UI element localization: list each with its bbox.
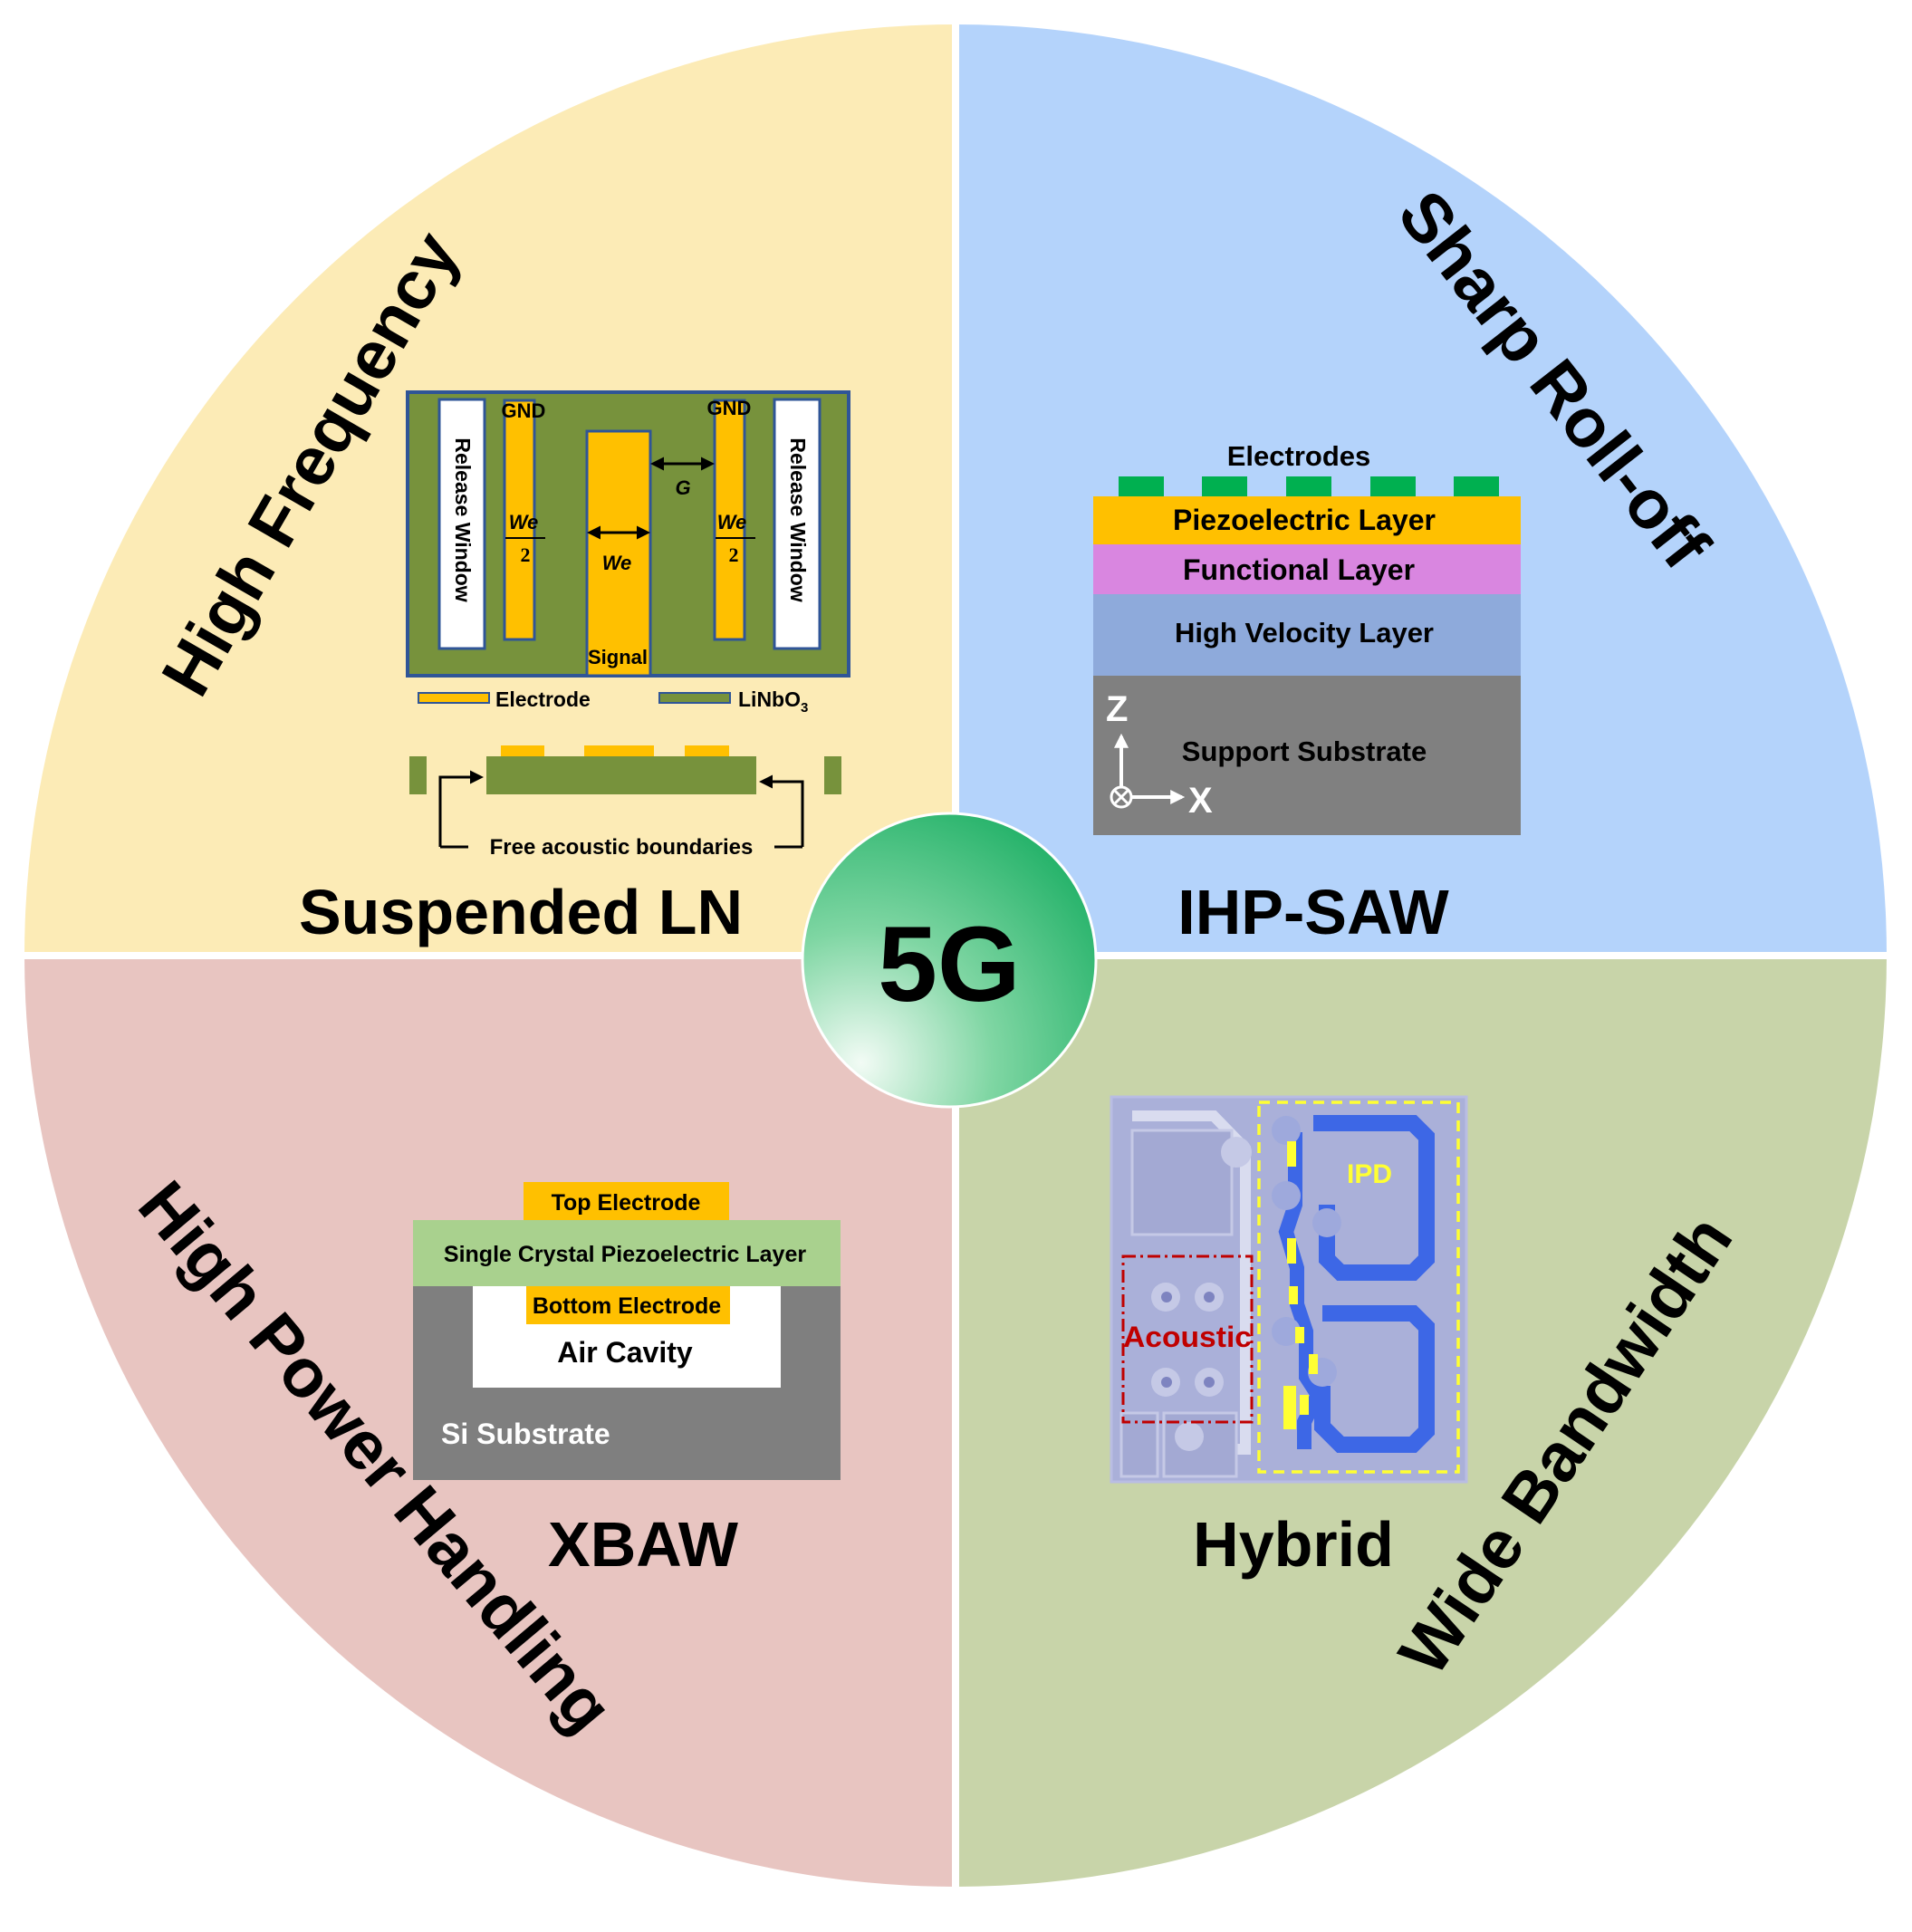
release-window-left bbox=[437, 398, 486, 650]
release-window-left-label: Release Window bbox=[451, 437, 475, 601]
chip-via-1 bbox=[1221, 1137, 1252, 1168]
release-window-right bbox=[773, 398, 821, 650]
ipd-component-1 bbox=[1287, 1141, 1296, 1167]
chip-pad-top-left bbox=[1130, 1129, 1234, 1236]
saw-electrode-1 bbox=[1119, 476, 1164, 496]
cross-section-electrode-3 bbox=[685, 745, 729, 756]
ipd-component-4 bbox=[1295, 1327, 1304, 1343]
ipd-inductor-top bbox=[1313, 1115, 1435, 1281]
saw-electrode-3 bbox=[1286, 476, 1331, 496]
chip-via-8 bbox=[1204, 1292, 1215, 1302]
saw-electrode-4 bbox=[1370, 476, 1416, 496]
air-cavity-label: Air Cavity bbox=[557, 1336, 693, 1369]
axis-z-label: Z bbox=[1106, 689, 1128, 729]
chip-via-10 bbox=[1204, 1377, 1215, 1388]
functional-layer bbox=[1093, 544, 1521, 594]
signal-electrode bbox=[585, 429, 652, 678]
cross-section-electrode-1 bbox=[501, 745, 544, 756]
cross-section-support-left bbox=[409, 756, 427, 794]
legend-linbo3-swatch bbox=[658, 692, 731, 704]
suspended-ln-diagram: Release Window Release Window GND GND We… bbox=[406, 390, 850, 860]
functional-layer-label: Functional Layer bbox=[1183, 553, 1415, 586]
xbaw-diagram: Top Electrode Single Crystal Piezoelectr… bbox=[413, 1182, 841, 1480]
y-axis-into-page-icon bbox=[1110, 785, 1133, 809]
si-substrate-label: Si Substrate bbox=[441, 1418, 610, 1450]
high-velocity-layer bbox=[1093, 594, 1521, 676]
support-substrate bbox=[1093, 676, 1521, 835]
ihp-saw-diagram: Electrodes Piezoelectric Layer Functiona… bbox=[1093, 440, 1521, 835]
we-center-label: We bbox=[602, 552, 632, 574]
signal-label: Signal bbox=[588, 646, 648, 668]
top-electrode-label: Top Electrode bbox=[552, 1190, 701, 1216]
axis-x-label: X bbox=[1188, 781, 1213, 821]
ipd-component-5 bbox=[1309, 1354, 1318, 1374]
gap-label: G bbox=[675, 476, 690, 499]
cross-section-support-right bbox=[824, 756, 841, 794]
technology-hybrid: Hybrid bbox=[1193, 1509, 1394, 1580]
saw-electrode-2 bbox=[1202, 476, 1247, 496]
ipd-component-6 bbox=[1283, 1386, 1296, 1429]
saw-electrode-5 bbox=[1454, 476, 1499, 496]
ipd-inductor-bottom bbox=[1314, 1305, 1435, 1453]
cross-section-electrode-2 bbox=[584, 745, 654, 756]
we-half-right-denominator: 2 bbox=[729, 543, 739, 566]
we-half-right-numerator: We bbox=[717, 511, 747, 533]
gnd-electrode-right bbox=[713, 399, 746, 641]
ipd-component-7 bbox=[1300, 1395, 1309, 1415]
ipd-via-3 bbox=[1312, 1208, 1341, 1237]
ipd-signal-trace bbox=[1278, 1132, 1327, 1449]
ipd-region-box bbox=[1257, 1101, 1460, 1474]
technology-ihp-saw: IHP-SAW bbox=[1177, 877, 1448, 947]
ipd-via-2 bbox=[1272, 1181, 1301, 1210]
bottom-electrode-label: Bottom Electrode bbox=[533, 1293, 721, 1319]
acoustic-label: Acoustic bbox=[1123, 1321, 1252, 1353]
high-velocity-layer-label: High Velocity Layer bbox=[1175, 617, 1434, 649]
technology-suspended-ln: Suspended LN bbox=[299, 877, 743, 947]
ipd-via-4 bbox=[1272, 1317, 1301, 1346]
center-5g-circle bbox=[801, 812, 1098, 1109]
center-5g-label: 5G bbox=[878, 905, 1020, 1024]
chip-via-6 bbox=[1175, 1422, 1204, 1451]
gnd-left-label: GND bbox=[502, 399, 546, 422]
cross-section-plate bbox=[486, 756, 756, 794]
top-electrode bbox=[524, 1182, 729, 1220]
legend-linbo3-label: LiNbO3 bbox=[738, 687, 808, 716]
legend-electrode-label: Electrode bbox=[495, 687, 591, 711]
piezoelectric-layer bbox=[1093, 496, 1521, 544]
chip-via-7 bbox=[1161, 1292, 1172, 1302]
ipd-via-1 bbox=[1272, 1116, 1301, 1145]
bottom-electrode bbox=[526, 1286, 730, 1324]
single-crystal-piezoelectric-layer bbox=[413, 1220, 841, 1286]
electrodes-label: Electrodes bbox=[1227, 440, 1371, 472]
gnd-right-label: GND bbox=[707, 397, 752, 419]
technology-xbaw: XBAW bbox=[548, 1509, 738, 1580]
legend-electrode-swatch bbox=[418, 692, 490, 704]
y-axis-cross-b bbox=[1113, 789, 1129, 805]
piezoelectric-layer-label: Piezoelectric Layer bbox=[1173, 504, 1436, 536]
release-window-right-label: Release Window bbox=[786, 437, 810, 601]
boundary-arrow-right bbox=[759, 774, 804, 847]
hybrid-chip-diagram: IPD Acoustic bbox=[1110, 1095, 1468, 1484]
chip-pad-bottom-left bbox=[1119, 1411, 1159, 1478]
ipd-component-3 bbox=[1289, 1286, 1298, 1304]
we-half-left-numerator: We bbox=[509, 511, 539, 533]
ipd-component-2 bbox=[1287, 1238, 1296, 1264]
gnd-electrode-left bbox=[503, 399, 536, 641]
boundary-arrow-left bbox=[438, 770, 484, 847]
support-substrate-label: Support Substrate bbox=[1182, 735, 1427, 767]
piezo-layer-label: Single Crystal Piezoelectric Layer bbox=[444, 1242, 806, 1267]
ipd-label: IPD bbox=[1347, 1159, 1392, 1189]
we-half-left-denominator: 2 bbox=[521, 543, 531, 566]
free-acoustic-boundaries-label: Free acoustic boundaries bbox=[490, 835, 754, 860]
chip-via-9 bbox=[1161, 1377, 1172, 1388]
